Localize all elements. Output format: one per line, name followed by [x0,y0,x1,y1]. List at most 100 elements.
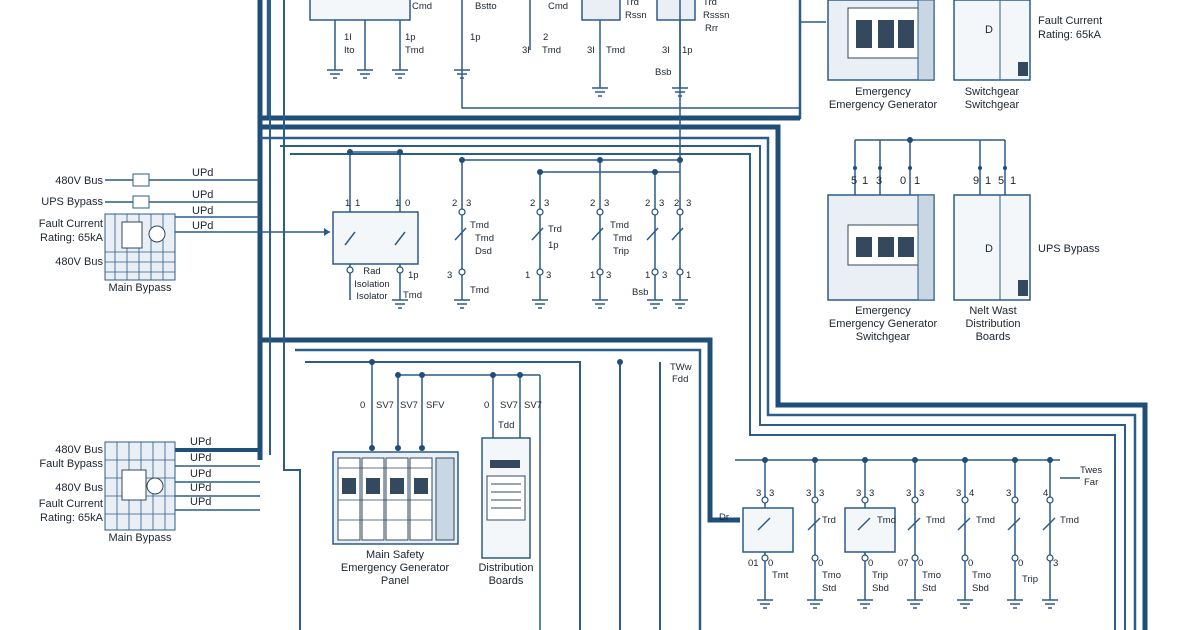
distribution-panel-mid [953,194,1031,301]
bottom-right-labels: Twes Far Dr 3 3 3 3 3 3 3 3 3 4 3 4 Trd … [719,465,1102,594]
br-num: 0 [968,558,973,569]
wire-label: UPd [190,468,211,480]
br-caption: Tmo [972,570,991,581]
wire-label: UPd [192,167,213,179]
middle-num: 2 [645,198,650,209]
middle-num: 2 [674,198,679,209]
br-num: 3 [1006,488,1011,499]
left-label: Rating: 65kA [40,232,104,244]
middle-num: 3 [604,198,609,209]
middle-num: 3 [686,198,691,209]
bottom-mid-small: Tdd [498,420,514,431]
panel-letter: D [985,243,993,255]
middle-num: 1 [345,198,350,209]
middle-num: 2 [452,198,457,209]
wire-label: UPd [190,496,211,508]
bottom-mid-num: 0 [484,400,489,411]
bottom-mid-side: TWw [670,362,692,373]
left-block-bottom-labels: 480V Bus Fault Bypass 480V Bus Fault Cur… [39,436,212,544]
br-num: 3 [1053,558,1058,569]
left-label: 480V Bus [55,444,103,456]
middle-nodes [347,149,683,175]
middle-row-labels: 1 1 1 0 2 3 2 3 2 3 2 3 2 3 Tmd Tmd Dsd … [345,198,691,302]
br-num: 3 [856,488,861,499]
top-label: Ito [344,45,355,56]
distribution-board-panel [481,437,531,559]
br-caption: Std [922,583,936,594]
middle-text: Tmd [613,233,632,244]
wire-label: UPd [190,436,211,448]
middle-num: 2 [590,198,595,209]
mid-num: 3 [876,175,882,187]
gen-caption: Emergency Generator [829,99,938,111]
mid-num: 0 [900,175,906,187]
panel-caption: Emergency Generator [341,562,450,574]
top-breaker-row [309,0,826,109]
bottom-mid-num: SFV [426,400,445,411]
top-label: Bsb [655,67,671,78]
bottom-right-nodes [762,457,1053,463]
bottom-mid-num: SV7 [400,400,418,411]
br-caption: Sbd [972,583,989,594]
dist-caption: Boards [976,331,1011,343]
box-caption: Isolation [354,279,389,290]
fault-current-label: Fault Current [1038,15,1102,27]
middle-num: 1 [686,270,691,281]
br-text: Tmd [926,515,945,526]
generator-panel-mid [827,194,935,301]
swg-caption: Switchgear [965,86,1020,98]
top-label: Trd [703,0,717,8]
middle-text: Trip [613,246,629,257]
br-num: 3 [906,488,911,499]
middle-num: 3 [659,198,664,209]
top-label: 1p [470,32,481,43]
top-label: Tmd [606,45,625,56]
wire-label: UPd [192,189,213,201]
middle-text: Tmd [470,220,489,231]
gen-caption: Switchgear [856,331,911,343]
br-num: 4 [1043,488,1048,499]
br-num: 3 [956,488,961,499]
gen-caption: Emergency [855,305,911,317]
side-label: Far [1084,477,1098,488]
top-label: Bstto [475,1,497,12]
bottom-right-breaker-row [735,459,1080,600]
top-label: 2 [543,32,548,43]
right-top-labels: D Fault Current Rating: 65kA Emergency E… [829,15,1102,111]
middle-num: 3 [606,270,611,281]
left-label: 480V Bus [55,256,103,268]
mid-num: 1 [914,175,920,187]
middle-num: 0 [405,198,410,209]
br-caption: Trip [1022,574,1038,585]
switchgear-panel-top [953,0,1031,81]
top-label: Cmd [412,1,432,12]
top-label: Cmd [548,1,568,12]
top-row-labels: Cmd Bstto Cmd Trd Rssn Trd Rsssn Rrr 1I … [344,0,729,78]
side-label: Twes [1080,465,1102,476]
br-caption: Sbd [872,583,889,594]
middle-text: 1p [548,240,559,251]
top-label: 3I [522,45,530,56]
top-label: 3I [662,45,670,56]
left-block-bottom [104,441,260,531]
left-block-top [104,173,330,281]
middle-grounds [392,299,688,309]
bottom-mid-feeders [371,362,541,630]
left-block-top-labels: 480V Bus UPS Bypass Fault Current Rating… [39,167,214,294]
panel-caption: Panel [381,575,409,587]
br-caption: Tmo [822,570,841,581]
middle-text: Trd [548,224,562,235]
middle-text: Tmd [610,220,629,231]
middle-num: 3 [544,198,549,209]
mid-num: 9 [973,175,979,187]
dist-caption: Nelt Wast [969,305,1016,317]
br-text: Tmd [877,515,896,526]
dist-caption: Distribution [965,318,1020,330]
middle-num: 1 [525,270,530,281]
middle-text: Tmd [475,233,494,244]
middle-num: 3 [447,270,452,281]
generator-panel-top [827,0,935,81]
box-caption: Rad [363,266,380,277]
bottom-mid-captions: Main Safety Emergency Generator Panel Di… [341,549,534,587]
